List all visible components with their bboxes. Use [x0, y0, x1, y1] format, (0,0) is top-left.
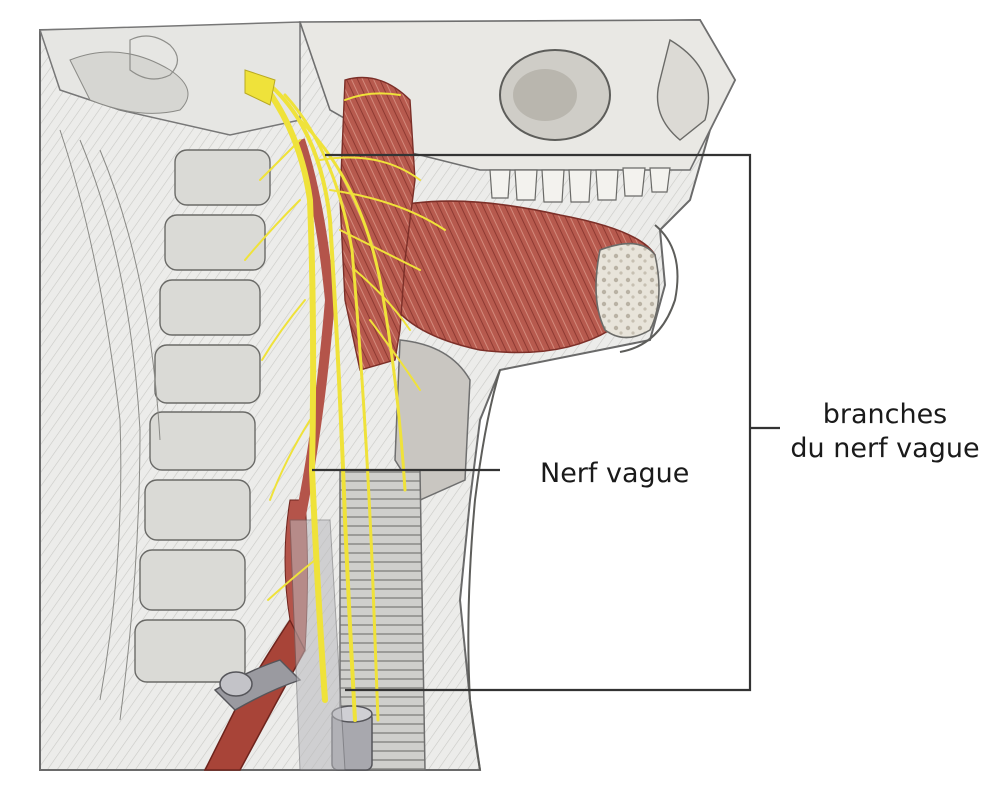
mandible-section: [595, 242, 660, 339]
vagus-branches: [244, 92, 446, 601]
vagus-nerve-label: Nerf vague: [540, 458, 690, 489]
bracket-branches: [325, 153, 752, 692]
upper-teeth: [489, 167, 671, 203]
branches-label-line2: du nerf vague: [790, 432, 980, 464]
cervical-spine: [134, 149, 271, 683]
vagus-nerve: [257, 77, 407, 722]
pharyngeal-muscles: [339, 76, 416, 371]
vagus-branches-label: branches du nerf vague: [785, 398, 985, 466]
leader-lines: [312, 153, 780, 692]
branches-label-line1: branches: [822, 399, 948, 430]
chin-contour: [619, 224, 679, 353]
